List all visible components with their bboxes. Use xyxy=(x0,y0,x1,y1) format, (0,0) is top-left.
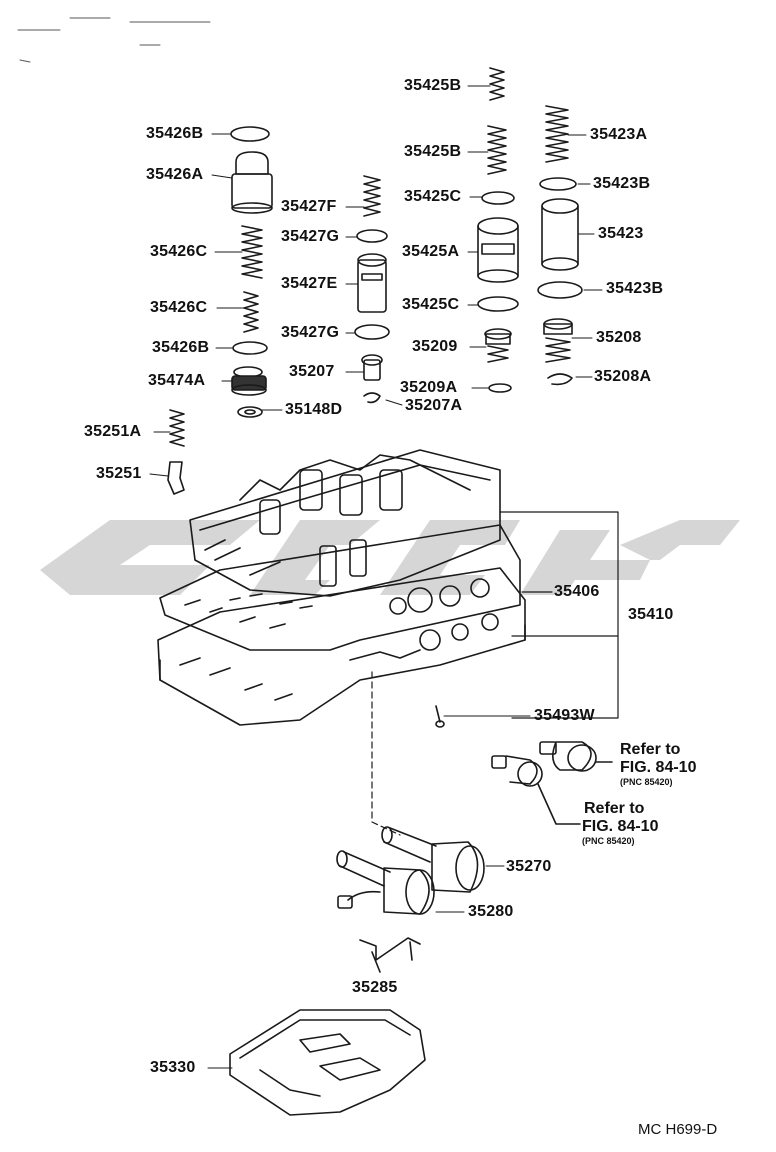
bracket-35285-shape xyxy=(359,937,421,973)
ring-35425C-top-shape xyxy=(481,191,515,205)
valve-35427E-shape xyxy=(357,253,387,313)
spring-35426C-top-shape xyxy=(241,225,263,279)
part-label-35426C-bot: 35426C xyxy=(150,299,208,316)
valve-35209-shape xyxy=(484,328,512,363)
bolt-35493W-shape xyxy=(435,705,531,728)
solenoid-35270-shape xyxy=(381,826,505,893)
leader-lines xyxy=(149,85,603,477)
solenoid-ref1-shape xyxy=(539,741,613,772)
piston-35423-shape xyxy=(541,198,579,271)
clip-35209A-shape xyxy=(488,383,512,393)
valve-body-upper-shape xyxy=(189,449,501,597)
valve-body-lower-shape xyxy=(157,567,526,726)
part-label-35207: 35207 xyxy=(289,363,335,380)
ring-35425C-bot-shape xyxy=(477,296,519,312)
part-label-35425B-mid: 35425B xyxy=(404,143,462,160)
part-label-35425C-bot: 35425C xyxy=(402,296,460,313)
part-label-35426B-bot: 35426B xyxy=(152,339,210,356)
part-label-35406: 35406 xyxy=(554,583,600,600)
ring-35426B-bot-shape xyxy=(232,341,268,355)
part-label-35425C-top: 35425C xyxy=(404,188,462,205)
reference-note-1: Refer to FIG. 84-10 (PNC 85420) xyxy=(620,741,696,788)
plug-35207-shape xyxy=(361,354,383,381)
figure-code: MC H699-D xyxy=(638,1121,718,1138)
part-label-35426B-top: 35426B xyxy=(146,125,204,142)
part-label-35426A: 35426A xyxy=(146,166,204,183)
washer-35148D-shape xyxy=(237,406,263,418)
spring-35423A-shape xyxy=(545,105,569,163)
part-label-35330: 35330 xyxy=(150,1059,196,1076)
spring-35426C-bot-shape xyxy=(243,291,259,333)
solenoid-ref2-shape xyxy=(491,755,581,825)
part-label-35285: 35285 xyxy=(352,979,398,996)
ring-35427G-bot-shape xyxy=(354,324,390,340)
spring-35251A-shape xyxy=(169,409,185,447)
clip-35251-shape xyxy=(167,461,185,495)
reference-2-line2: FIG. 84-10 xyxy=(582,818,659,835)
piston-35474A-shape xyxy=(231,366,267,396)
part-label-35427G-top: 35427G xyxy=(281,228,340,245)
reference-1-line1: Refer to xyxy=(620,741,681,758)
part-label-35423A: 35423A xyxy=(590,126,648,143)
valve-35208-shape xyxy=(543,318,573,363)
part-label-35425A: 35425A xyxy=(402,243,460,260)
part-label-35427G-bot: 35427G xyxy=(281,324,340,341)
reference-2-line3: (PNC 85420) xyxy=(582,836,635,846)
scan-marks xyxy=(17,17,211,63)
part-label-35423: 35423 xyxy=(598,225,644,242)
piston-35426A-shape xyxy=(231,151,273,214)
part-label-35427E: 35427E xyxy=(281,275,338,292)
ring-35427G-top-shape xyxy=(356,229,388,243)
part-label-35425B-top: 35425B xyxy=(404,77,462,94)
part-label-35251: 35251 xyxy=(96,465,142,482)
spring-35425B-top-shape xyxy=(489,67,505,101)
part-label-35474A: 35474A xyxy=(148,372,206,389)
part-label-35280: 35280 xyxy=(468,903,514,920)
reference-1-line3: (PNC 85420) xyxy=(620,777,673,787)
dashed-guide-line xyxy=(371,671,401,836)
part-label-35426C-top: 35426C xyxy=(150,243,208,260)
oil-strainer-35330-shape xyxy=(207,1009,426,1116)
spring-35425B-mid-shape xyxy=(487,125,507,175)
part-label-35209A: 35209A xyxy=(400,379,458,396)
bracket-35410-lines xyxy=(499,511,619,719)
part-label-35427F: 35427F xyxy=(281,198,337,215)
part-label-35270: 35270 xyxy=(506,858,552,875)
clip-35207A-shape xyxy=(363,392,381,404)
separator-plate-35406-shape xyxy=(159,524,521,651)
ring-35423B-top-shape xyxy=(539,177,577,191)
ring-35426B-top-shape xyxy=(230,126,270,142)
part-label-35423B-top: 35423B xyxy=(593,175,651,192)
ring-35423B-bot-shape xyxy=(537,281,583,299)
part-label-35208: 35208 xyxy=(596,329,642,346)
part-label-35207A: 35207A xyxy=(405,397,463,414)
part-label-35251A: 35251A xyxy=(84,423,142,440)
piston-35425A-shape xyxy=(477,217,519,283)
part-label-35209: 35209 xyxy=(412,338,458,355)
part-label-35148D: 35148D xyxy=(285,401,343,418)
reference-2-line1: Refer to xyxy=(584,800,645,817)
reference-1-line2: FIG. 84-10 xyxy=(620,759,697,776)
part-label-35493W: 35493W xyxy=(534,707,595,724)
clip-35208A-shape xyxy=(547,373,573,386)
part-label-35410: 35410 xyxy=(628,606,674,623)
part-label-35423B-bot: 35423B xyxy=(606,280,664,297)
spring-35427F-shape xyxy=(363,175,381,217)
solenoid-35280-shape xyxy=(336,850,465,915)
part-label-35208A: 35208A xyxy=(594,368,652,385)
reference-note-2: Refer to FIG. 84-10 (PNC 85420) xyxy=(582,800,658,847)
watermark-logo xyxy=(40,520,740,595)
